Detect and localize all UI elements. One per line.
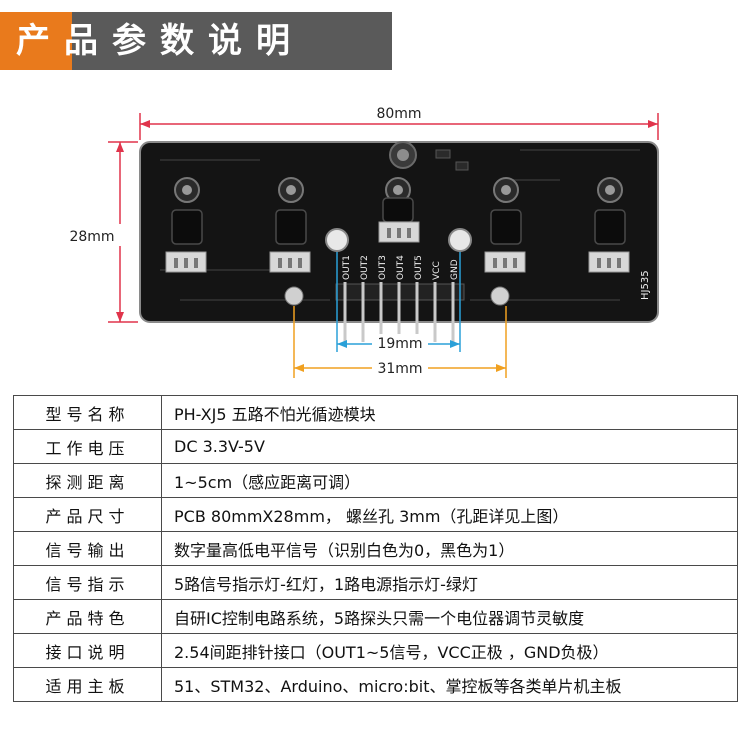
table-row: 产品特色 自研IC控制电路系统，5路探头只需一个电位器调节灵敏度 [13,599,738,634]
spec-key: 型号名称 [13,395,162,430]
page-title: 产品参数说明 [16,21,304,61]
table-row: 适用主板 51、STM32、Arduino、micro:bit、掌控板等各类单片… [13,667,738,702]
mounting-hole-top-right [448,228,472,252]
product-diagram: OUT1 OUT2 OUT3 OUT4 OUT5 VCC GND HJ535 8… [64,106,659,378]
table-row: 工作电压 DC 3.3V-5V [13,429,738,464]
spec-value: 1~5cm（感应距离可调） [161,463,738,498]
table-row: 接口说明 2.54间距排针接口（OUT1~5信号，VCC正极 ，GND负极） [13,633,738,668]
width-label: 80mm [376,106,421,122]
spec-value: 自研IC控制电路系统，5路探头只需一个电位器调节灵敏度 [161,599,738,634]
silk-gnd: GND [450,259,460,280]
spec-value: PCB 80mmX28mm， 螺丝孔 3mm（孔距详见上图） [161,497,738,532]
spec-key: 信号输出 [13,531,162,566]
silk-out3: OUT3 [378,255,388,280]
spec-value: 2.54间距排针接口（OUT1~5信号，VCC正极 ，GND负极） [161,633,738,668]
spec-key: 产品特色 [13,599,162,634]
silk-vcc: VCC [432,261,442,280]
board-code: HJ535 [640,270,651,300]
mounting-hole-top-left [325,228,349,252]
spec-key: 产品尺寸 [13,497,162,532]
hole-pitch-label: 31mm [377,361,422,377]
height-label: 28mm [69,229,114,245]
table-row: 产品尺寸 PCB 80mmX28mm， 螺丝孔 3mm（孔距详见上图） [13,497,738,532]
table-row: 信号输出 数字量高低电平信号（识别白色为0，黑色为1） [13,531,738,566]
spec-value: DC 3.3V-5V [161,429,738,464]
mounting-hole-bottom-left [284,286,304,306]
mounting-hole-bottom-right [490,286,510,306]
silk-out2: OUT2 [360,255,370,280]
table-row: 信号指示 5路信号指示灯-红灯，1路电源指示灯-绿灯 [13,565,738,600]
table-row: 探测距离 1~5cm（感应距离可调） [13,463,738,498]
table-row: 型号名称 PH-XJ5 五路不怕光循迹模块 [13,395,738,430]
header-accent [0,12,72,70]
pin-pitch-label: 19mm [377,336,422,352]
silk-out1: OUT1 [342,255,352,280]
spec-value: PH-XJ5 五路不怕光循迹模块 [161,395,738,430]
spec-table: 型号名称 PH-XJ5 五路不怕光循迹模块 工作电压 DC 3.3V-5V 探测… [13,395,738,702]
silk-out5: OUT5 [414,255,424,280]
spec-key: 接口说明 [13,633,162,668]
spec-key: 探测距离 [13,463,162,498]
width-dimension [139,113,659,140]
spec-key: 适用主板 [13,667,162,702]
spec-value: 51、STM32、Arduino、micro:bit、掌控板等各类单片机主板 [161,667,738,702]
spec-key: 工作电压 [13,429,162,464]
pin-header [335,282,465,342]
spec-value: 5路信号指示灯-红灯，1路电源指示灯-绿灯 [161,565,738,600]
spec-value: 数字量高低电平信号（识别白色为0，黑色为1） [161,531,738,566]
spec-key: 信号指示 [13,565,162,600]
silk-out4: OUT4 [396,255,406,280]
